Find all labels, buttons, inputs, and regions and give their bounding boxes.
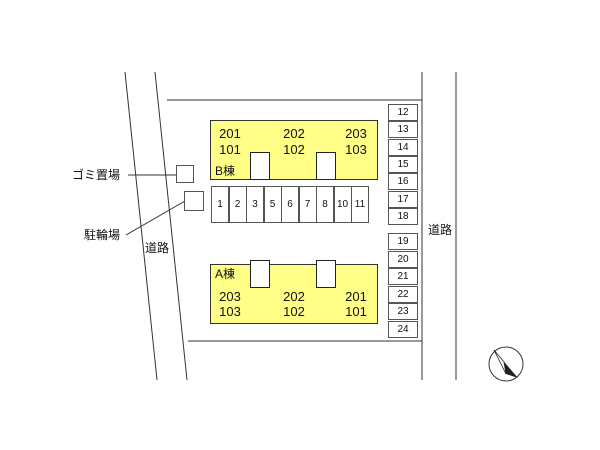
unit-a-102: 102 <box>283 304 305 319</box>
unit-b-201: 201 <box>219 126 241 141</box>
building-a-name: A棟 <box>215 267 236 281</box>
bicycle-leader <box>125 200 186 236</box>
parking-slot: 5 <box>263 186 282 223</box>
road-right-label: 道路 <box>428 223 453 237</box>
parking-slot: 17 <box>388 190 418 208</box>
parking-slot: 24 <box>388 320 418 338</box>
parking-slot: 3 <box>246 186 264 223</box>
unit-b-103: 103 <box>345 142 367 157</box>
bicycle-parking-box <box>184 191 204 211</box>
parking-slot: 12 <box>388 104 418 121</box>
building-a-stair-2 <box>316 260 336 288</box>
road-left-label: 道路 <box>145 241 170 255</box>
unit-a-101: 101 <box>345 304 367 319</box>
parking-slot: 18 <box>388 207 418 225</box>
garbage-area-label: ゴミ置場 <box>72 168 121 182</box>
building-b-stair-1 <box>250 152 270 180</box>
building-b-name: B棟 <box>215 164 236 178</box>
unit-a-202: 202 <box>283 289 305 304</box>
unit-a-203: 203 <box>219 289 241 304</box>
building-b: 201 202 203 101 102 103 B棟 <box>210 120 378 180</box>
parking-slot: 7 <box>298 186 317 223</box>
parking-slot: 15 <box>388 155 418 173</box>
north-arrow-icon <box>488 346 524 382</box>
road-left-edge-2 <box>154 71 188 381</box>
unit-a-201: 201 <box>345 289 367 304</box>
parking-slot: 19 <box>388 233 418 250</box>
unit-b-101: 101 <box>219 142 241 157</box>
parking-slot: 20 <box>388 250 418 268</box>
garbage-area-box <box>176 165 194 183</box>
unit-b-202: 202 <box>283 126 305 141</box>
bicycle-parking-label: 駐輪場 <box>84 228 121 242</box>
parking-slot: 2 <box>228 186 247 223</box>
parking-slot: 14 <box>388 138 418 156</box>
unit-b-102: 102 <box>283 142 305 157</box>
parking-slot: 11 <box>351 186 369 223</box>
parking-slot: 10 <box>333 186 352 223</box>
unit-a-103: 103 <box>219 304 241 319</box>
parking-slot: 1 <box>211 186 229 223</box>
building-a-stair-1 <box>250 260 270 288</box>
building-b-stair-2 <box>316 152 336 180</box>
parking-slot: 16 <box>388 173 418 191</box>
parking-slot: 21 <box>388 268 418 285</box>
unit-b-203: 203 <box>345 126 367 141</box>
building-a: A棟 203 202 201 103 102 101 <box>210 264 378 324</box>
parking-slot: 8 <box>316 186 334 223</box>
parking-slot: 6 <box>281 186 299 223</box>
parking-slot: 23 <box>388 303 418 320</box>
parking-slot: 22 <box>388 285 418 303</box>
parking-slot: 13 <box>388 121 418 139</box>
